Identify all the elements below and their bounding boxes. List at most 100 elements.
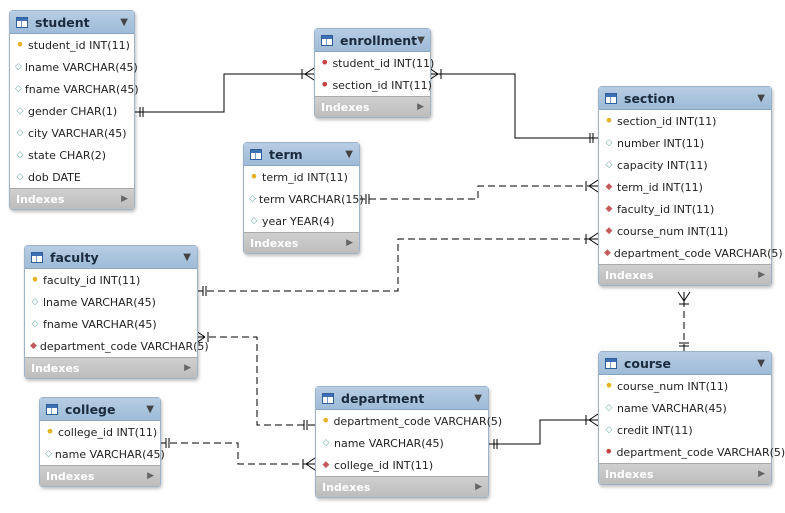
- primary-key-icon: •: [45, 422, 55, 441]
- column-label: student_id INT(11): [28, 38, 130, 52]
- indexes-footer[interactable]: Indexes▶: [599, 463, 771, 484]
- table-icon: [605, 357, 617, 369]
- column-label: department_code VARCHAR(5): [616, 445, 785, 459]
- table-enrollment[interactable]: enrollment▼•student_id INT(11)•section_i…: [314, 28, 434, 118]
- expand-arrow-icon[interactable]: ▶: [475, 482, 482, 492]
- table-header[interactable]: section▼: [599, 87, 771, 110]
- column-row[interactable]: •term_id INT(11): [244, 166, 359, 188]
- column-row[interactable]: ◇year YEAR(4): [244, 210, 359, 232]
- column-row[interactable]: ◇name VARCHAR(45): [316, 432, 488, 454]
- indexes-footer[interactable]: Indexes▶: [599, 264, 771, 285]
- column-row[interactable]: ◇fname VARCHAR(45): [25, 313, 197, 335]
- column-label: college_id INT(11): [334, 458, 434, 472]
- column-icon: ◇: [16, 150, 24, 160]
- column-row[interactable]: •student_id INT(11): [10, 34, 134, 56]
- expand-arrow-icon[interactable]: ▶: [121, 194, 128, 204]
- table-header[interactable]: college▼: [40, 398, 160, 421]
- table-header[interactable]: department▼: [316, 387, 488, 410]
- relationship-line: [133, 73, 314, 113]
- table-header[interactable]: student▼: [10, 11, 134, 34]
- column-row[interactable]: ◆college_id INT(11): [316, 454, 488, 476]
- relationship-line: [159, 442, 315, 465]
- column-row[interactable]: ◇capacity INT(11): [599, 154, 771, 176]
- table-faculty[interactable]: faculty▼•faculty_id INT(11)◇lname VARCHA…: [24, 245, 209, 379]
- indexes-footer[interactable]: Indexes▶: [316, 476, 488, 497]
- indexes-footer[interactable]: Indexes▶: [244, 232, 359, 253]
- column-row[interactable]: •section_id INT(11): [599, 110, 771, 132]
- column-row[interactable]: ◆department_code VARCHAR(5): [599, 242, 783, 264]
- expand-arrow-icon[interactable]: ▶: [184, 363, 191, 373]
- column-label: department_code VARCHAR(5): [613, 246, 783, 260]
- column-row[interactable]: •faculty_id INT(11): [25, 269, 197, 291]
- column-icon: ◇: [16, 106, 24, 116]
- indexes-footer[interactable]: Indexes▶: [40, 465, 160, 486]
- column-row[interactable]: ◇lname VARCHAR(45): [10, 56, 138, 78]
- column-label: lname VARCHAR(45): [24, 60, 138, 74]
- column-row[interactable]: ◆term_id INT(11): [599, 176, 771, 198]
- collapse-caret-icon[interactable]: ▼: [417, 34, 425, 46]
- column-label: name VARCHAR(45): [54, 447, 165, 461]
- column-row[interactable]: ◇fname VARCHAR(45): [10, 78, 139, 100]
- column-row[interactable]: ◆faculty_id INT(11): [599, 198, 771, 220]
- column-row[interactable]: •course_num INT(11): [599, 375, 771, 397]
- table-icon: [16, 16, 28, 28]
- column-label: name VARCHAR(45): [617, 401, 727, 415]
- collapse-caret-icon[interactable]: ▼: [474, 392, 482, 404]
- table-header[interactable]: term▼: [244, 143, 359, 166]
- column-row[interactable]: ◇dob DATE: [10, 166, 134, 188]
- table-name: course: [624, 355, 671, 371]
- table-course[interactable]: course ▼ •course_num INT(11)◇name VARCHAR(…: [598, 351, 785, 485]
- column-label: term VARCHAR(15): [258, 192, 364, 206]
- expand-arrow-icon[interactable]: ▶: [758, 270, 765, 280]
- column-label: number INT(11): [617, 136, 705, 150]
- column-row[interactable]: ◇lname VARCHAR(45): [25, 291, 197, 313]
- table-department[interactable]: department▼•department_code VARCHAR(5)◇n…: [315, 386, 502, 498]
- table-header[interactable]: faculty▼: [25, 246, 197, 269]
- indexes-footer[interactable]: Indexes▶: [25, 357, 197, 378]
- expand-arrow-icon[interactable]: ▶: [147, 471, 154, 481]
- column-label: state CHAR(2): [28, 148, 107, 162]
- column-label: fname VARCHAR(45): [24, 82, 139, 96]
- table-section[interactable]: section▼•section_id INT(11) ◇ number INT(1…: [598, 86, 783, 286]
- column-row[interactable]: •section_id INT(11): [315, 74, 432, 96]
- column-row[interactable]: •department_code VARCHAR(5): [599, 441, 785, 463]
- expand-arrow-icon[interactable]: ▶: [346, 238, 353, 248]
- expand-arrow-icon[interactable]: ▶: [758, 469, 765, 479]
- column-label: department_code VARCHAR(5): [333, 414, 503, 428]
- column-row[interactable]: ◇name VARCHAR(45): [599, 397, 771, 419]
- column-row[interactable]: ◇gender CHAR(1): [10, 100, 134, 122]
- collapse-caret-icon[interactable]: ▼: [345, 148, 353, 160]
- column-icon: ◇: [605, 138, 613, 148]
- collapse-caret-icon[interactable]: ▼: [183, 251, 191, 263]
- column-icon: ◇: [605, 160, 613, 170]
- collapse-caret-icon[interactable]: ▼: [146, 403, 154, 415]
- collapse-caret-icon[interactable]: ▼: [757, 357, 765, 369]
- column-row[interactable]: ◇credit INT(11): [599, 419, 771, 441]
- table-header[interactable]: enrollment▼: [315, 29, 430, 52]
- column-row[interactable]: •department_code VARCHAR(5): [316, 410, 502, 432]
- table-term[interactable]: term▼•term_id INT(11)◇term VARCHAR(15)◇y…: [243, 142, 364, 254]
- table-header[interactable]: course ▼: [599, 352, 771, 375]
- column-row[interactable]: ◇city VARCHAR(45): [10, 122, 134, 144]
- column-row[interactable]: •college_id INT(11): [40, 421, 160, 443]
- table-icon: [321, 34, 333, 46]
- column-icon: ◇: [31, 319, 39, 329]
- collapse-caret-icon[interactable]: ▼: [120, 16, 128, 28]
- column-row[interactable]: ◇ state CHAR(2): [10, 144, 134, 166]
- column-icon: ◇: [31, 297, 39, 307]
- table-college[interactable]: college▼•college_id INT(11)◇name VARCHAR…: [39, 397, 165, 487]
- table-student[interactable]: student▼•student_id INT(11)◇lname VARCHA…: [9, 10, 139, 210]
- column-row[interactable]: ◇term VARCHAR(15): [244, 188, 364, 210]
- relationship-line: [196, 238, 598, 292]
- column-row[interactable]: ◇name VARCHAR(45): [40, 443, 165, 465]
- foreign-key-icon: •: [320, 53, 330, 72]
- collapse-caret-icon[interactable]: ▼: [757, 92, 765, 104]
- column-row[interactable]: ◆department_code VARCHAR(5): [25, 335, 209, 357]
- expand-arrow-icon[interactable]: ▶: [417, 102, 424, 112]
- indexes-footer[interactable]: Indexes▶: [315, 96, 430, 117]
- indexes-footer[interactable]: Indexes▶: [10, 188, 134, 209]
- column-row[interactable]: •student_id INT(11): [315, 52, 434, 74]
- column-row[interactable]: ◆course_num INT(11): [599, 220, 771, 242]
- table-icon: [605, 92, 617, 104]
- column-row[interactable]: ◇ number INT(11): [599, 132, 771, 154]
